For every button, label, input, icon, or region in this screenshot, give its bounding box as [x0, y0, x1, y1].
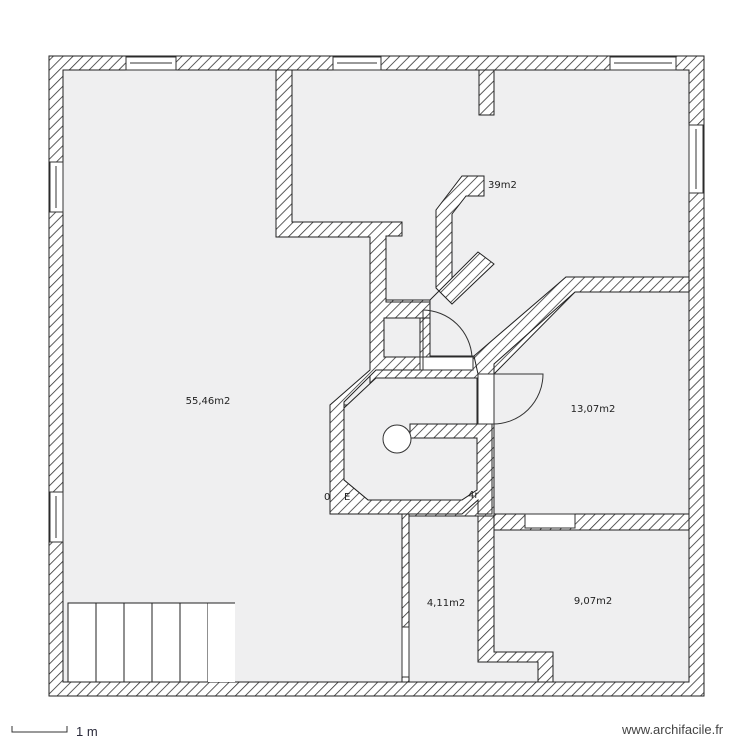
room-label-corridor: 4,11m2 [427, 598, 465, 609]
doors [401, 309, 576, 678]
watermark-link: www.archifacile.fr [622, 722, 724, 737]
windows [49, 56, 704, 543]
window-top-center [332, 56, 382, 71]
window-top-right [609, 56, 677, 71]
window-right [688, 124, 704, 194]
door-bedroom-right [477, 373, 544, 425]
marker-label-mid: E [344, 492, 350, 503]
room-label-living: 55,46m2 [186, 396, 231, 407]
scale-label: 1 m [76, 724, 98, 739]
door-corridor [401, 626, 410, 678]
marker-label-left: 0 [324, 492, 330, 503]
door-bedroom-bottom [524, 513, 576, 529]
room-floors [62, 69, 690, 683]
floor-hall-upper [383, 317, 421, 358]
window-top-left [125, 56, 177, 71]
room-label-top: 39m2 [488, 180, 517, 191]
room-label-bedroom-bottom: 9,07m2 [574, 596, 612, 607]
washbasin-icon [382, 424, 412, 454]
door-hall [419, 309, 474, 371]
staircase [67, 602, 235, 683]
room-label-bedroom-right: 13,07m2 [571, 404, 616, 415]
marker-label-right: 4r [468, 490, 479, 501]
window-left-upper [49, 161, 64, 213]
scale-bar [11, 726, 68, 733]
room-labels: 55,46m2 39m2 13,07m2 4,11m2 9,07m2 0 E 4… [186, 180, 616, 609]
window-left-lower [49, 491, 64, 543]
